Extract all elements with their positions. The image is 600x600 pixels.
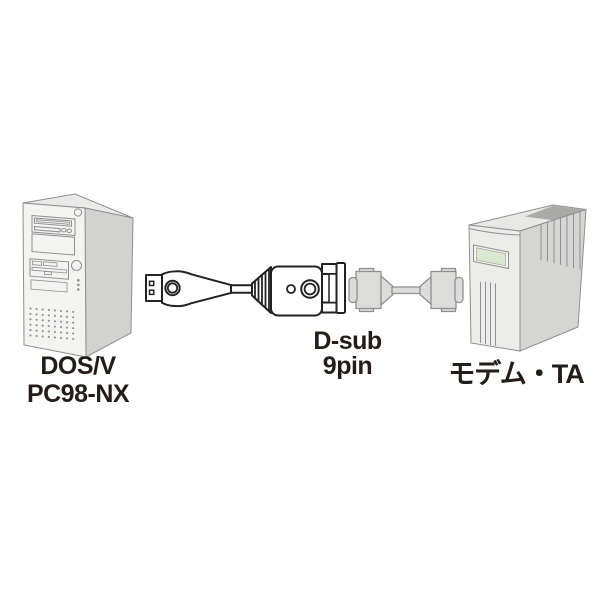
side-vent-slits bbox=[540, 211, 581, 270]
pc-label: DOS/V PC98-NX bbox=[3, 352, 153, 408]
adapter-cable bbox=[230, 284, 253, 294]
led-indicators bbox=[77, 279, 80, 291]
thumbscrew-inner bbox=[303, 282, 317, 296]
modem-label-text: モデム・TA bbox=[448, 359, 584, 389]
power-button bbox=[73, 208, 83, 217]
indicator-dot bbox=[286, 284, 296, 294]
bezel-seam bbox=[468, 228, 521, 236]
front-vent-slits bbox=[480, 281, 496, 346]
drive-bay-cover bbox=[31, 233, 75, 256]
d-sub-connector-left bbox=[348, 267, 394, 313]
serial-cable-illustration bbox=[348, 267, 464, 313]
modem-label: モデム・TA bbox=[436, 359, 596, 389]
d-sub-9pin-plug-icon bbox=[270, 262, 346, 317]
pc-label-line2: PC98-NX bbox=[26, 380, 130, 408]
reset-button bbox=[71, 260, 82, 271]
modem-illustration bbox=[468, 204, 587, 352]
grip-emboss-inner bbox=[166, 282, 179, 294]
pc-tower-illustration bbox=[22, 193, 134, 358]
vent-holes bbox=[29, 307, 75, 340]
cd-drive-icon bbox=[31, 214, 76, 237]
d-sub-connector-right bbox=[419, 267, 464, 313]
adapter-label-line2: 9pin bbox=[322, 352, 373, 380]
floppy-drive-icon bbox=[29, 258, 69, 280]
adapter-label-line1: D-sub bbox=[313, 327, 382, 355]
lower-panel bbox=[30, 279, 68, 293]
usb-serial-adapter-illustration bbox=[145, 262, 346, 317]
strain-relief bbox=[251, 266, 272, 314]
lcd-display bbox=[473, 244, 509, 270]
pc-label-line1: DOS/V bbox=[40, 352, 116, 380]
serial-cable-cord bbox=[391, 286, 422, 295]
adapter-label: D-sub 9pin bbox=[285, 329, 410, 379]
usb-a-plug-icon bbox=[145, 274, 163, 302]
